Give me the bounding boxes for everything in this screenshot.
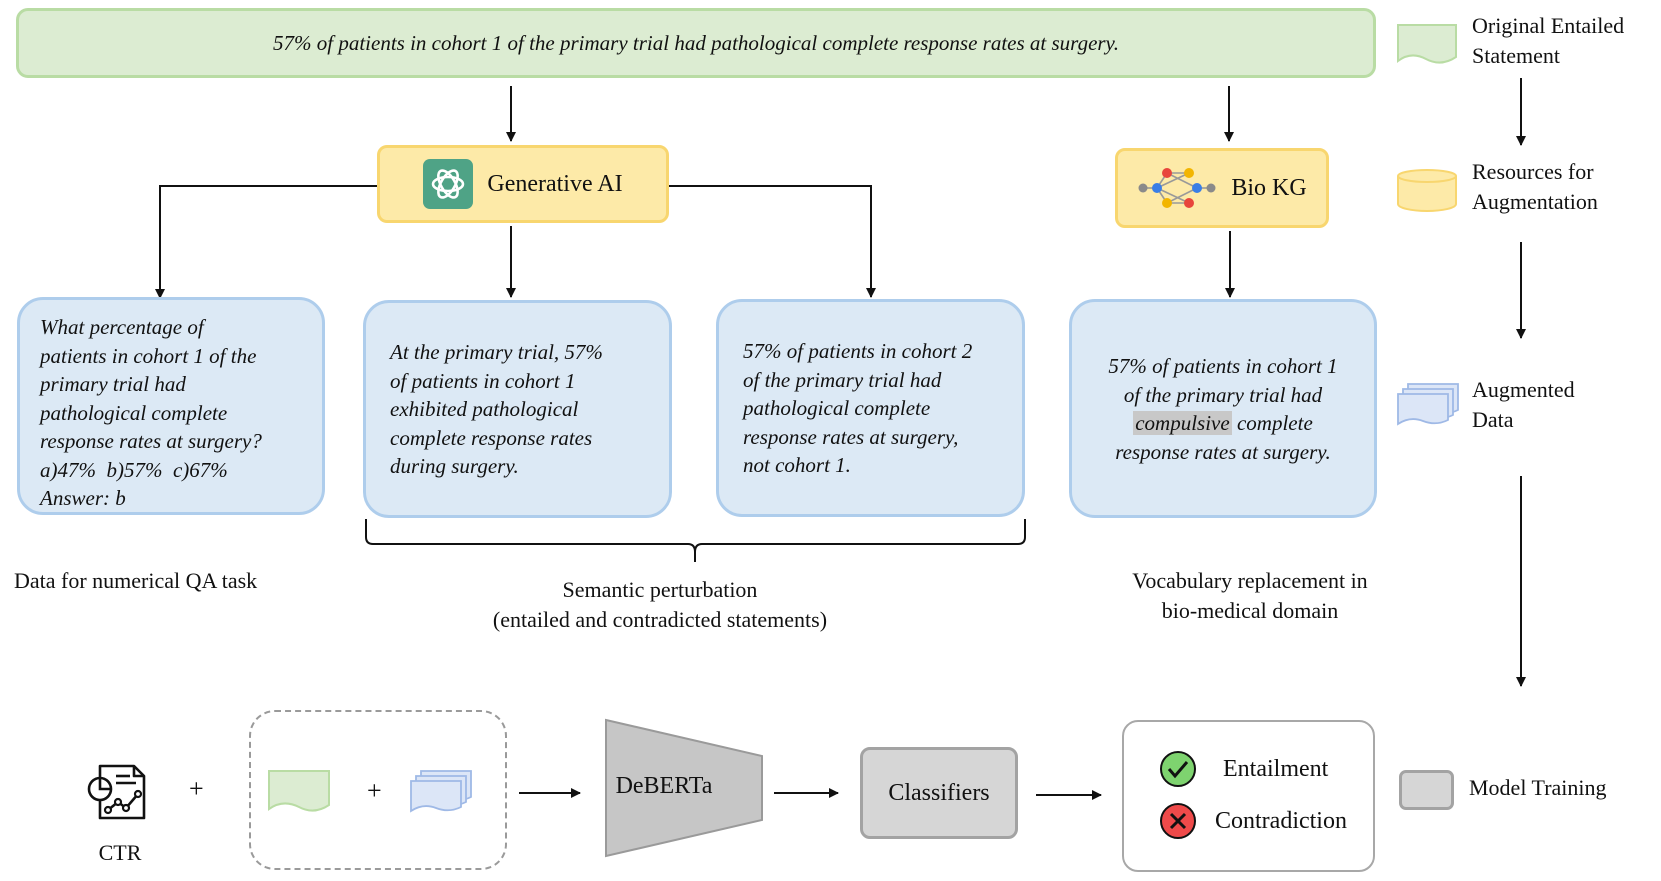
paraphrase-line: At the primary trial, 57%	[390, 340, 603, 364]
augmented-legend-label: Augmented Data	[1472, 375, 1575, 435]
knowledge-graph-icon	[1138, 168, 1216, 208]
deberta-label: DeBERTa	[615, 773, 713, 799]
vocab-line: response rates at surgery.	[1115, 439, 1331, 464]
augmented-input-group	[249, 710, 507, 870]
numerical-qa-box: What percentage of patients in cohort 1 …	[17, 297, 325, 515]
qa-caption: Data for numerical QA task	[14, 568, 258, 593]
original-statement-text: 57% of patients in cohort 1 of the prima…	[273, 30, 1119, 55]
arrow-genai-to-qa	[155, 185, 377, 299]
contradiction-line: pathological complete	[743, 396, 931, 420]
qa-line: primary trial had	[40, 372, 186, 396]
vocab-line: 57% of patients in cohort 1	[1108, 354, 1338, 378]
replaced-word-highlight: compulsive	[1133, 411, 1232, 435]
original-legend-label: Original Entailed Statement	[1472, 11, 1624, 71]
contradiction-label: Contradiction	[1215, 807, 1347, 834]
augmented-legend-line2: Data	[1472, 407, 1514, 432]
generative-ai-label: Generative AI	[487, 170, 623, 197]
vocabulary-replacement-box: 57% of patients in cohort 1 of the prima…	[1069, 299, 1377, 518]
ctr-label: CTR	[98, 840, 142, 865]
check-icon	[1160, 751, 1196, 787]
vocab-line: of the primary trial had	[1123, 382, 1323, 407]
original-legend-line1: Original Entailed	[1472, 13, 1625, 38]
openai-logo-icon	[423, 159, 474, 209]
entailment-row: Entailment	[1159, 750, 1328, 788]
arrow-genai-to-contradiction	[669, 185, 876, 298]
qa-line: What percentage of	[40, 315, 204, 339]
semantic-caption-line1: Semantic perturbation	[562, 577, 758, 602]
qa-options: a)47% b)57% c)67%	[40, 457, 228, 482]
classifiers-label: Classifiers	[888, 779, 990, 806]
brace-semantic	[365, 519, 1026, 562]
plus-sign-inner: +	[367, 776, 382, 805]
paraphrase-line: exhibited pathological	[390, 397, 579, 421]
cross-icon	[1160, 803, 1196, 839]
qa-line: patients in cohort 1 of the	[40, 343, 257, 368]
vocab-caption: Vocabulary replacement in bio-medical do…	[1100, 566, 1400, 626]
vocab-caption-line2: bio-medical domain	[1161, 598, 1339, 623]
paraphrase-line: complete response rates	[390, 425, 593, 450]
classifiers-box: Classifiers	[860, 747, 1018, 839]
deberta-model-shape	[605, 718, 763, 858]
model-training-legend-label: Model Training	[1469, 775, 1607, 800]
bio-kg-label: Bio KG	[1231, 174, 1307, 201]
contradiction-statement-box: 57% of patients in cohort 2 of the prima…	[716, 299, 1025, 517]
prediction-output-box: Entailment Contradiction	[1122, 720, 1375, 872]
original-statement-box: 57% of patients in cohort 1 of the prima…	[16, 8, 1376, 78]
paraphrase-box: At the primary trial, 57% of patients in…	[363, 300, 672, 518]
original-legend-line2: Statement	[1472, 43, 1560, 68]
resources-legend-line1: Resources for	[1472, 159, 1594, 184]
ctr-document-icon	[87, 764, 146, 820]
bio-kg-resource: Bio KG	[1115, 148, 1329, 228]
contradiction-line: of the primary trial had	[743, 367, 942, 392]
augmented-data-input-icon	[410, 770, 472, 813]
vocab-line-rest: complete	[1231, 411, 1313, 435]
paraphrase-line: of patients in cohort 1	[390, 368, 576, 393]
original-statement-input-icon	[268, 770, 330, 812]
plus-sign: +	[189, 774, 204, 803]
original-statement-legend-icon	[1397, 24, 1457, 64]
model-training-legend-icon	[1399, 770, 1454, 810]
vocab-caption-line1: Vocabulary replacement in	[1132, 568, 1368, 593]
augmented-legend-line1: Augmented	[1472, 377, 1575, 402]
qa-line: pathological complete	[40, 400, 228, 425]
contradiction-row: Contradiction	[1159, 802, 1347, 840]
semantic-caption: Semantic perturbation (entailed and cont…	[450, 575, 870, 635]
contradiction-line: response rates at surgery,	[743, 424, 959, 449]
augmented-data-legend-icon	[1397, 383, 1459, 426]
paraphrase-line: during surgery.	[390, 454, 519, 478]
qa-line: response rates at surgery?	[40, 429, 262, 453]
vocab-line: compulsive complete	[1082, 409, 1364, 438]
entailment-label: Entailment	[1223, 755, 1329, 782]
contradiction-line: not cohort 1.	[743, 453, 851, 477]
resources-legend-icon	[1397, 169, 1457, 212]
semantic-caption-line2: (entailed and contradicted statements)	[492, 607, 828, 632]
qa-answer: Answer: b	[40, 486, 126, 510]
contradiction-line: 57% of patients in cohort 2	[743, 339, 973, 363]
resources-legend-line2: Augmentation	[1472, 189, 1598, 214]
resources-legend-label: Resources for Augmentation	[1472, 157, 1598, 217]
generative-ai-resource: Generative AI	[377, 145, 669, 223]
